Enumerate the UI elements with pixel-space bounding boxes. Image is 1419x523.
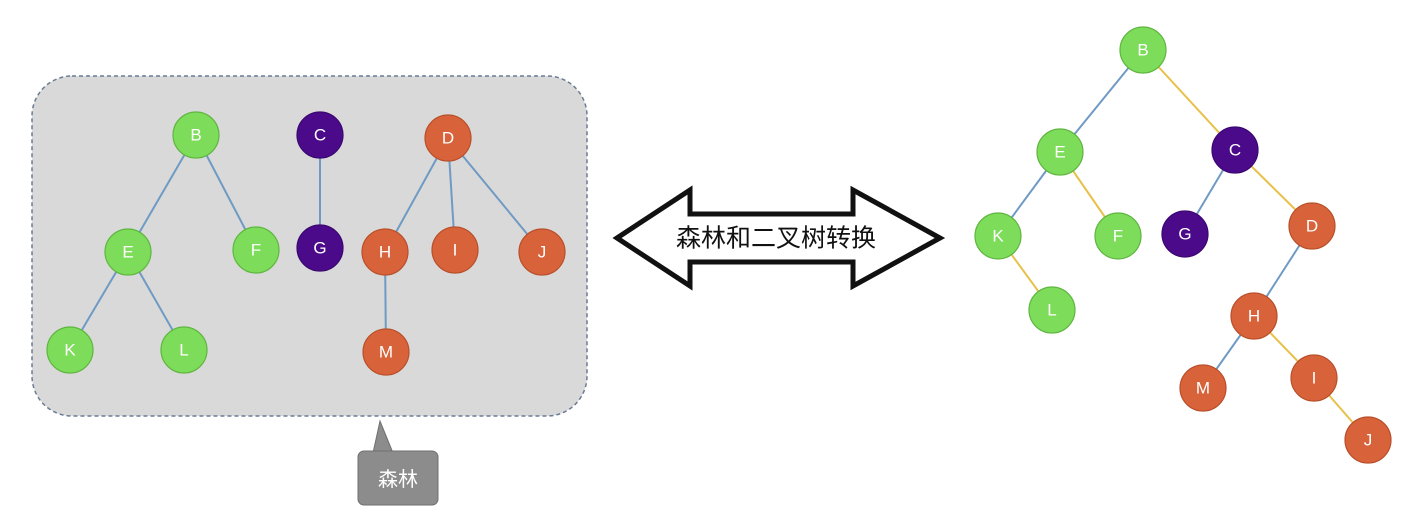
forest-node-label: F [251,241,261,260]
binary-tree-node-j: J [1344,416,1392,464]
double-arrow-shape [612,185,946,291]
forest-node-circle [296,111,344,159]
forest-node-label: I [453,241,458,260]
binary-tree-node-label: M [1196,379,1210,398]
forest-node-i: I [431,226,479,274]
forest-callout-pointer [372,419,394,454]
binary-tree-node-label: L [1047,301,1056,320]
binary-tree-node-label: G [1178,225,1191,244]
binary-tree-node-h: H [1230,292,1278,340]
forest-node-m: M [362,328,410,376]
binary-tree-node-k: K [974,212,1022,260]
binary-tree-node-label: E [1054,143,1065,162]
binary-tree-node-circle [1290,354,1338,402]
forest-node-circle [232,226,280,274]
forest-node-label: L [179,341,188,360]
forest-node-label: B [190,126,201,145]
forest-node-l: L [160,326,208,374]
binary-tree-node-circle [1179,364,1227,412]
forest-node-f: F [232,226,280,274]
binary-tree-node-b: B [1119,26,1167,74]
binary-tree-node-label: D [1306,217,1318,236]
binary-tree-node-f: F [1094,212,1142,260]
center-arrow-label: 森林和二叉树转换 [676,224,876,253]
binary-tree-node-c: C [1211,126,1259,174]
forest-node-circle [296,224,344,272]
forest-node-circle [424,114,472,162]
binary-tree-nodes: B E C K F G D L H M I J [974,26,1392,464]
binary-tree-node-e: E [1036,128,1084,176]
binary-tree-node-label: B [1137,41,1148,60]
forest-node-circle [431,226,479,274]
forest-node-label: C [314,126,326,145]
forest-callout-label: 森林 [378,467,418,491]
binary-tree-node-i: I [1290,354,1338,402]
binary-tree-node-circle [1161,210,1209,258]
binary-tree-node-circle [1028,286,1076,334]
forest-node-g: G [296,224,344,272]
forest-node-label: J [538,243,547,262]
forest-node-circle [46,326,94,374]
binary-tree-node-g: G [1161,210,1209,258]
forest-node-label: G [313,239,326,258]
forest-node-h: H [361,228,409,276]
binary-tree-node-circle [1036,128,1084,176]
forest-node-label: K [64,341,76,360]
binary-tree-node-d: D [1288,202,1336,250]
binary-tree-node-label: J [1364,431,1373,450]
forest-callout: 森林 [357,419,439,506]
forest-node-k: K [46,326,94,374]
binary-tree-node-circle [1230,292,1278,340]
binary-tree-node-label: F [1113,227,1123,246]
binary-tree-node-label: H [1248,307,1260,326]
forest-node-circle [172,111,220,159]
forest-node-circle [361,228,409,276]
forest-node-b: B [172,111,220,159]
center-double-arrow: 森林和二叉树转换 [612,185,946,291]
binary-tree-node-m: M [1179,364,1227,412]
binary-tree-node-label: C [1229,141,1241,160]
forest-node-circle [518,228,566,276]
forest-node-label: E [122,243,133,262]
binary-tree-node-circle [1211,126,1259,174]
binary-tree-node-l: L [1028,286,1076,334]
binary-tree-node-circle [1119,26,1167,74]
binary-tree-node-circle [1288,202,1336,250]
forest-node-circle [160,326,208,374]
binary-tree-node-label: K [992,227,1004,246]
forest-node-label: D [442,129,454,148]
forest-edge-d-j [447,137,543,253]
binary-tree-node-circle [1344,416,1392,464]
forest-node-e: E [104,228,152,276]
forest-node-circle [104,228,152,276]
binary-tree-node-circle [1094,212,1142,260]
forest-node-d: D [424,114,472,162]
forest-node-label: H [379,243,391,262]
binary-tree-node-label: I [1312,369,1317,388]
forest-node-j: J [518,228,566,276]
forest-node-c: C [296,111,344,159]
forest-callout-box [357,450,439,506]
forest-node-label: M [379,343,393,362]
forest-nodes: B E F K L C G D H I J M [46,111,566,376]
forest-node-circle [362,328,410,376]
binary-tree-node-circle [974,212,1022,260]
